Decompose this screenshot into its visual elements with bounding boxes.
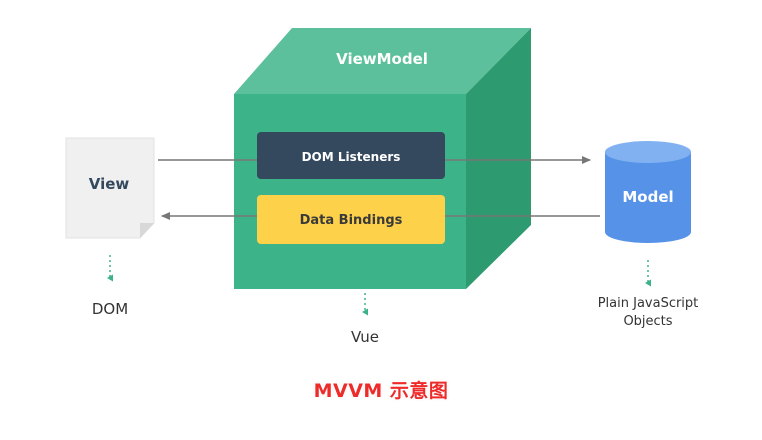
cube-top-face [234, 28, 531, 94]
diagram-caption: MVVM 示意图 [313, 380, 449, 402]
view-node: View [65, 137, 155, 239]
view-page-fold [140, 223, 154, 238]
data-bindings-box: Data Bindings [257, 195, 445, 244]
data-bindings-label: Data Bindings [300, 213, 403, 228]
view-label: View [89, 175, 130, 193]
model-cylinder-body [605, 152, 691, 243]
viewmodel-sublabel: Vue [351, 328, 379, 346]
view-sublabel: DOM [92, 300, 128, 318]
viewmodel-cube: ViewModel [234, 28, 531, 289]
dom-listeners-rect [257, 132, 445, 179]
cube-front-face [234, 94, 466, 289]
data-bindings-rect [257, 195, 445, 244]
model-cylinder-top [605, 141, 691, 163]
dom-listeners-box: DOM Listeners [257, 132, 445, 179]
cube-side-face [466, 28, 531, 289]
dom-listeners-label: DOM Listeners [302, 150, 401, 164]
viewmodel-label: ViewModel [336, 50, 428, 68]
model-label: Model [622, 188, 673, 206]
model-node: Model [605, 141, 691, 243]
model-sublabel-line1: Plain JavaScript [598, 296, 699, 311]
model-sublabel-line2: Objects [623, 314, 672, 329]
